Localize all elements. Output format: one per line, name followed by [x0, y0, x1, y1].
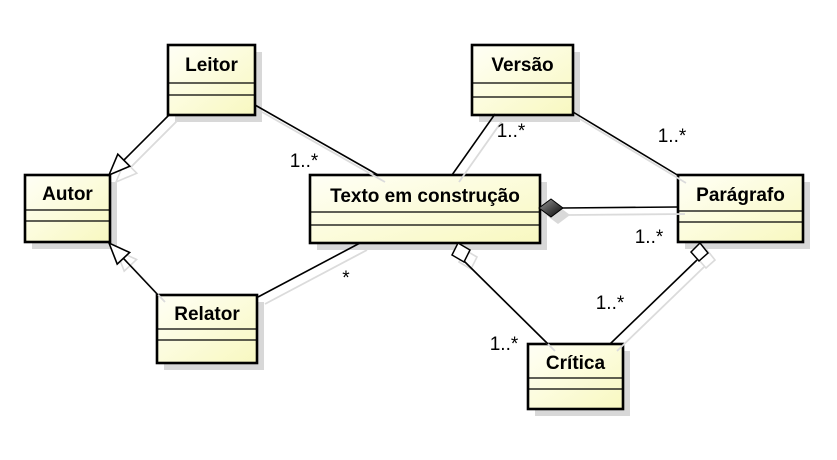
multiplicity-label[interactable]: 1..*: [658, 126, 687, 147]
class-name: Relator: [174, 304, 240, 325]
class-name: Autor: [42, 184, 93, 205]
class-leitor[interactable]: Leitor: [166, 43, 257, 117]
composition-line[interactable]: [561, 206, 679, 209]
aggregation-line[interactable]: [609, 259, 698, 345]
multiplicity-label[interactable]: *: [342, 268, 350, 289]
generalization-line[interactable]: [123, 113, 171, 161]
generalization-leitor-autor[interactable]: [107, 113, 171, 177]
composition-texto-paragrafo[interactable]: 1..*: [538, 198, 679, 248]
class-box[interactable]: [676, 173, 805, 244]
line-shadow: [130, 120, 178, 168]
class-versao[interactable]: Versão: [470, 43, 575, 117]
class-name: Parágrafo: [696, 185, 785, 206]
multiplicity-label[interactable]: 1..*: [635, 227, 664, 248]
generalization-relator-autor[interactable]: [107, 241, 159, 296]
multiplicity-label[interactable]: 1..*: [497, 121, 526, 142]
line-shadow: [261, 111, 386, 183]
aggregation-diamond: [689, 241, 710, 263]
multiplicity-label[interactable]: 1..*: [290, 151, 319, 172]
class-texto-em-construcao[interactable]: Texto em construção: [308, 173, 542, 245]
line-shadow: [264, 249, 368, 305]
multiplicity-label[interactable]: 1..*: [596, 293, 625, 314]
association-relator-texto[interactable]: *: [257, 242, 361, 298]
arrowhead-shadow: [114, 159, 139, 184]
aggregation-texto-critica[interactable]: 1..*: [451, 241, 549, 355]
class-box[interactable]: [166, 43, 257, 117]
class-autor[interactable]: Autor: [23, 173, 112, 244]
line-shadow: [616, 266, 705, 352]
generalization-arrowhead: [107, 152, 132, 177]
class-name: Texto em construção: [330, 186, 520, 207]
line-shadow: [579, 118, 687, 184]
association-versao-paragrafo[interactable]: 1..*: [572, 111, 687, 177]
line-shadow: [458, 120, 503, 183]
class-name: Leitor: [185, 55, 238, 76]
class-box[interactable]: [23, 173, 112, 244]
class-critica[interactable]: Crítica: [526, 342, 625, 411]
aggregation-line[interactable]: [463, 260, 549, 345]
aggregation-paragrafo-critica[interactable]: 1..*: [596, 241, 710, 345]
generalization-arrowhead: [107, 241, 132, 266]
class-box[interactable]: [526, 342, 625, 411]
class-relator[interactable]: Relator: [155, 293, 259, 365]
class-name: Crítica: [546, 353, 606, 374]
association-line[interactable]: [254, 104, 379, 176]
association-line[interactable]: [572, 111, 680, 177]
association-versao-texto[interactable]: 1..*: [451, 113, 526, 176]
aggregation-diamond: [451, 241, 471, 264]
class-name: Versão: [491, 55, 553, 76]
class-box[interactable]: [308, 173, 542, 245]
association-line[interactable]: [451, 113, 496, 176]
class-paragrafo[interactable]: Parágrafo: [676, 173, 805, 244]
association-line[interactable]: [257, 242, 361, 298]
multiplicity-label[interactable]: 1..*: [490, 334, 519, 355]
generalization-line[interactable]: [122, 257, 159, 296]
class-box[interactable]: [470, 43, 575, 117]
composition-diamond: [538, 198, 564, 218]
association-leitor-texto[interactable]: 1..*: [254, 104, 379, 176]
line-shadow: [568, 213, 686, 216]
